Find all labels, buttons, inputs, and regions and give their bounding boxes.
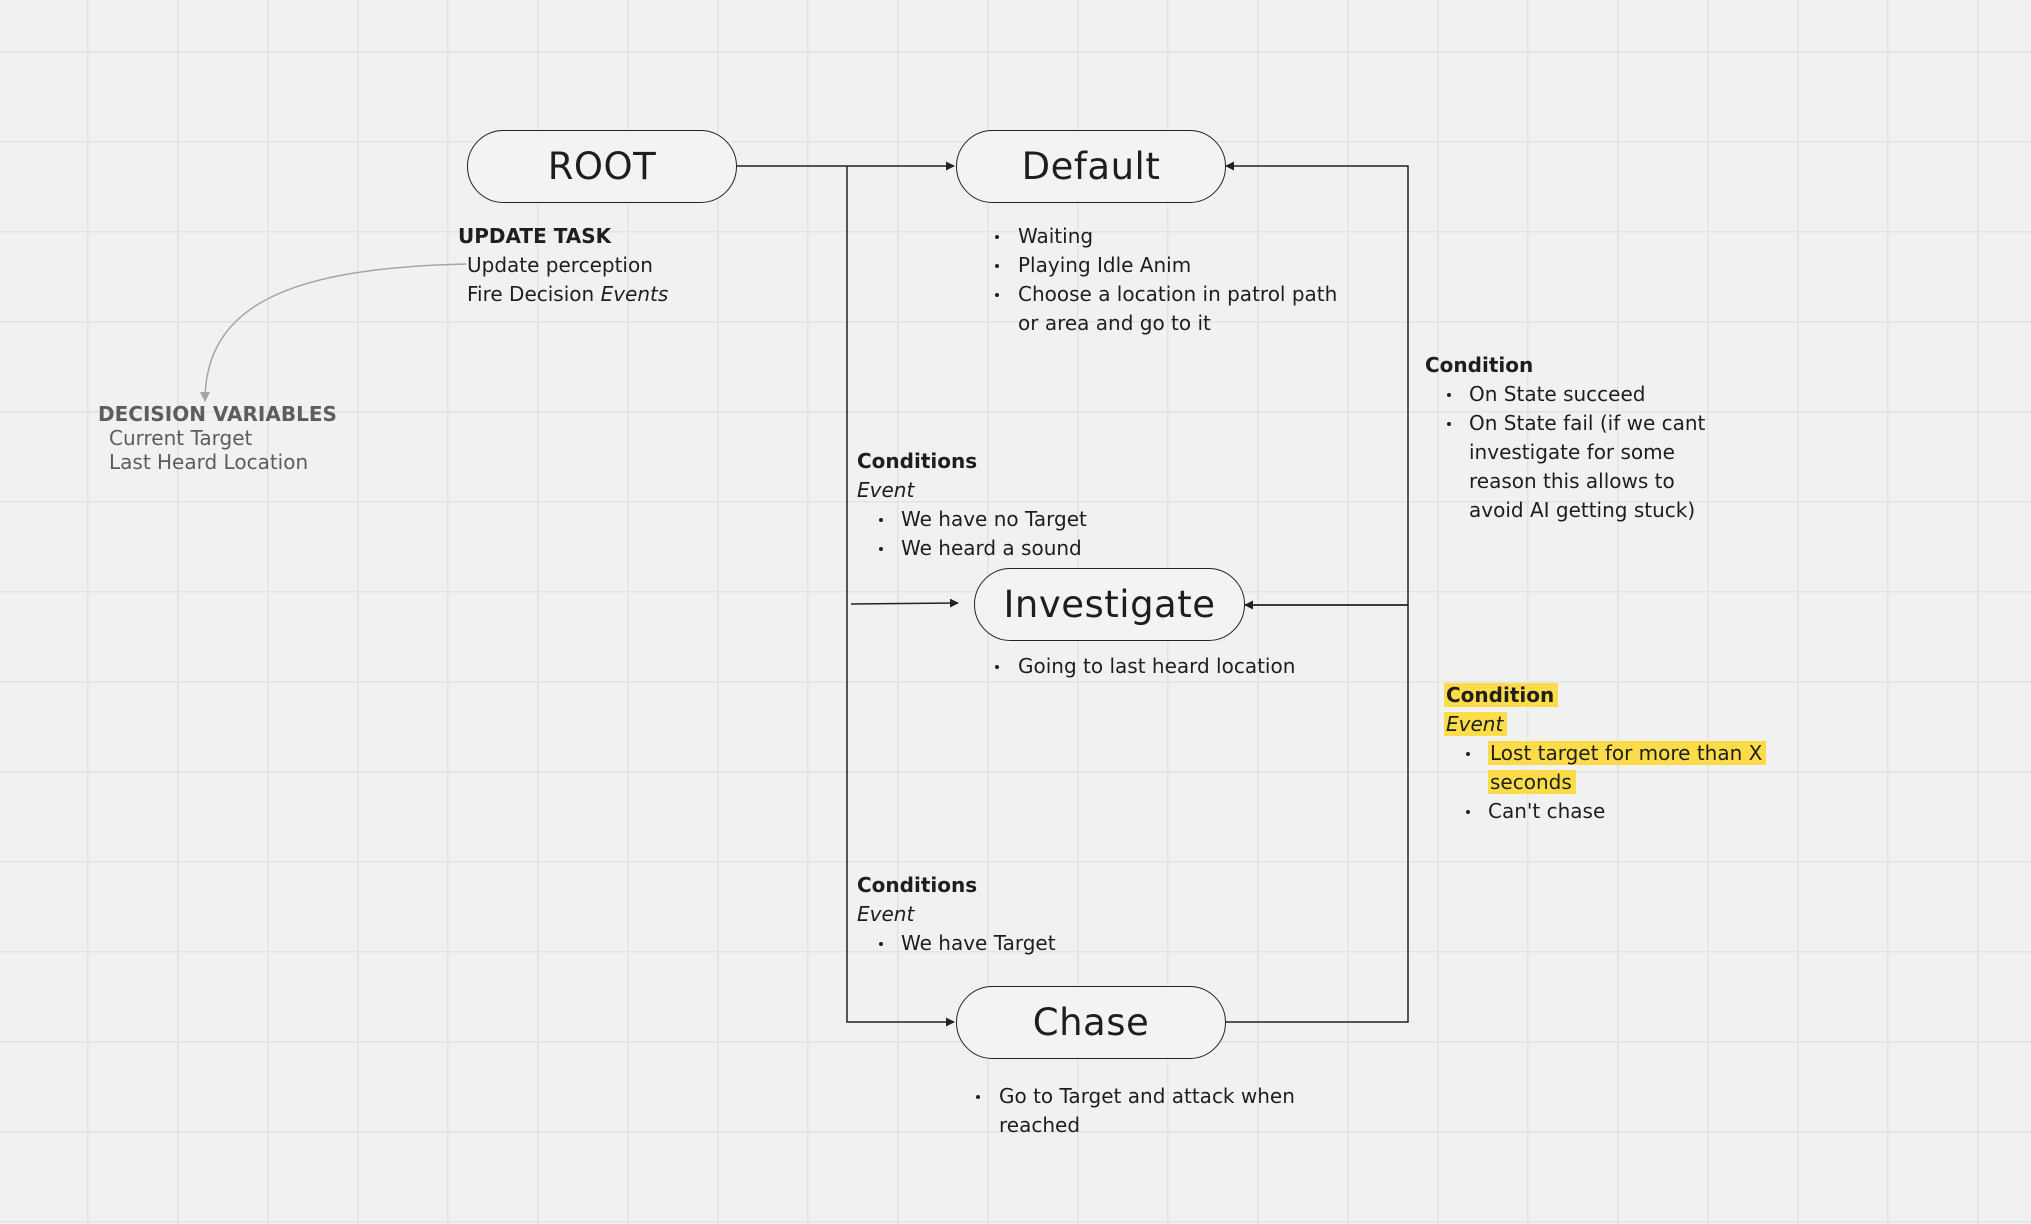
root-to-investigate-arrow	[850, 598, 959, 608]
list-item: Going to last heard location	[986, 652, 1346, 681]
default-actions-list: Waiting Playing Idle Anim Choose a locat…	[986, 222, 1346, 338]
event-label: Event	[857, 478, 915, 502]
default-condition-note: Condition On State succeed On State fail…	[1425, 351, 1735, 525]
list-item: On State succeed	[1425, 380, 1735, 409]
list-item: We have Target	[857, 929, 1157, 958]
update-task-note: UPDATE TASK Update perception Fire Decis…	[458, 222, 668, 309]
condition-title: Condition	[1444, 683, 1559, 707]
highlighted-text: Lost target for more than X seconds	[1488, 741, 1767, 794]
chase-conditions-note: Conditions Event We have Target	[857, 871, 1157, 958]
condition-title: Condition	[1425, 353, 1534, 377]
list-item: Go to Target and attack when reached	[967, 1082, 1297, 1140]
investigate-actions-list: Going to last heard location	[986, 652, 1346, 681]
list-item: Waiting	[986, 222, 1346, 251]
list-item: Lost target for more than X seconds	[1444, 739, 1767, 797]
list-item: We have no Target	[857, 505, 1157, 534]
decision-variables-note: DECISION VARIABLES Current Target Last H…	[98, 402, 337, 474]
update-task-line-2-italic: Events	[600, 282, 669, 306]
conditions-title: Conditions	[857, 873, 978, 897]
decision-variable-item: Current Target	[109, 426, 253, 450]
event-label: Event	[857, 902, 915, 926]
investigate-conditions-note: Conditions Event We have no Target We he…	[857, 447, 1157, 563]
update-task-line-2: Fire Decision Events	[458, 280, 668, 309]
chase-to-investigate-arrow	[1226, 600, 1409, 1023]
list-item: We heard a sound	[857, 534, 1157, 563]
list-item: Playing Idle Anim	[986, 251, 1346, 280]
root-node[interactable]: ROOT	[467, 130, 737, 203]
update-task-title: UPDATE TASK	[458, 224, 612, 248]
investigate-condition-note: Condition Event Lost target for more tha…	[1444, 681, 1767, 826]
list-item: On State fail (if we cant investigate fo…	[1425, 409, 1735, 525]
default-node[interactable]: Default	[956, 130, 1226, 203]
list-item: Choose a location in patrol path or area…	[986, 280, 1346, 338]
update-task-line-1: Update perception	[467, 253, 653, 277]
root-to-chase-arrow	[846, 166, 955, 1027]
update-task-to-variables-arrow	[200, 263, 467, 402]
decision-variables-title: DECISION VARIABLES	[98, 402, 337, 426]
list-item: Can't chase	[1444, 797, 1764, 826]
conditions-title: Conditions	[857, 449, 978, 473]
investigate-node[interactable]: Investigate	[974, 568, 1245, 641]
chase-actions-list: Go to Target and attack when reached	[967, 1082, 1297, 1140]
chase-node[interactable]: Chase	[956, 986, 1226, 1059]
event-label: Event	[1444, 712, 1508, 736]
decision-variable-item: Last Heard Location	[109, 450, 309, 474]
update-task-line-2-prefix: Fire Decision	[467, 282, 601, 306]
